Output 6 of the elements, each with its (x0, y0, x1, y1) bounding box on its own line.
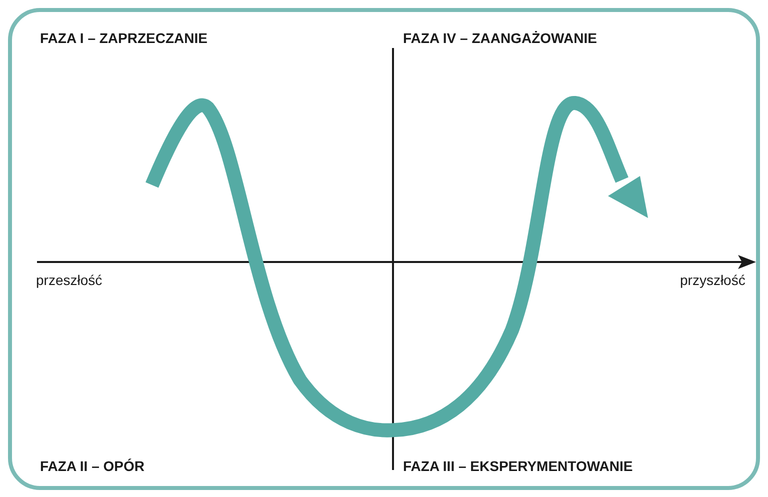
phase-label: FAZA II – OPÓR (40, 457, 144, 476)
axis-label: przeszłość (36, 271, 102, 290)
phase-label: FAZA III – EKSPERYMENTOWANIE (403, 457, 633, 476)
phase-label: FAZA IV – ZAANGAŻOWANIE (403, 29, 597, 48)
phase-label: FAZA I – ZAPRZECZANIE (40, 29, 208, 48)
axis-label: przyszłość (680, 271, 746, 290)
